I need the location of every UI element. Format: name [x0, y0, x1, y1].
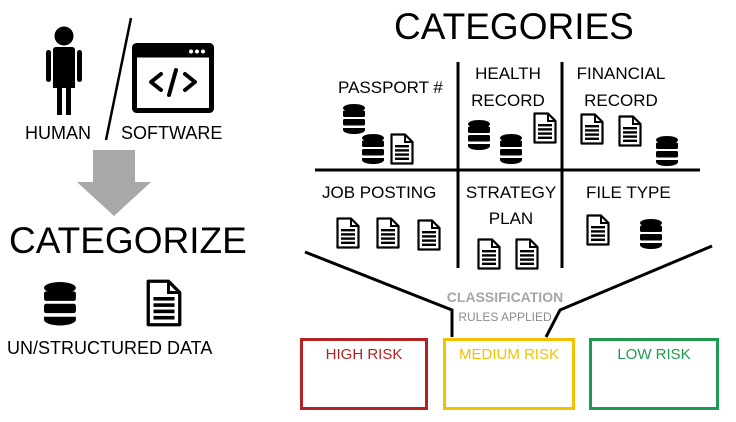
category-job-posting: JOB POSTING [322, 183, 437, 202]
software-label: SOFTWARE [121, 123, 223, 143]
high-risk-box: HIGH RISK [300, 338, 428, 410]
down-arrow-icon [77, 150, 151, 216]
funnel-line-left [304, 250, 454, 337]
classification-title: CLASSIFICATION [446, 289, 564, 305]
category-financial-record-line2: RECORD [584, 91, 658, 110]
document-icon [146, 279, 182, 327]
classification-subtitle: RULES APPLIED [458, 310, 552, 324]
categorize-title: CATEGORIZE [9, 220, 247, 261]
category-health-record-line2: RECORD [471, 91, 545, 110]
low-risk-box: LOW RISK [589, 338, 719, 410]
human-label: HUMAN [25, 123, 91, 143]
code-window-icon [132, 43, 214, 113]
job-posting-icons [336, 217, 441, 251]
page-title: CATEGORIES [394, 6, 634, 47]
health-record-icons [468, 112, 557, 164]
category-health-record-line1: HEALTH [475, 64, 541, 83]
unstructured-data-label: UN/STRUCTURED DATA [7, 338, 213, 358]
person-icon [46, 26, 82, 115]
funnel-line-right [544, 244, 713, 338]
medium-risk-box: MEDIUM RISK [443, 338, 575, 410]
passport-icons [343, 104, 414, 165]
financial-record-icons [580, 113, 678, 166]
database-icon [44, 282, 76, 326]
slash-divider [104, 17, 133, 141]
strategy-plan-icons [477, 238, 539, 270]
category-file-type: FILE TYPE [586, 183, 671, 202]
high-risk-label: HIGH RISK [325, 346, 403, 363]
file-type-icons [586, 214, 662, 249]
category-strategy-plan-line1: STRATEGY [465, 183, 557, 202]
category-financial-record-line1: FINANCIAL [576, 64, 666, 83]
category-passport: PASSPORT # [338, 78, 443, 97]
low-risk-label: LOW RISK [617, 346, 691, 363]
category-strategy-plan-line2: PLAN [488, 209, 534, 228]
medium-risk-label: MEDIUM RISK [458, 346, 559, 363]
